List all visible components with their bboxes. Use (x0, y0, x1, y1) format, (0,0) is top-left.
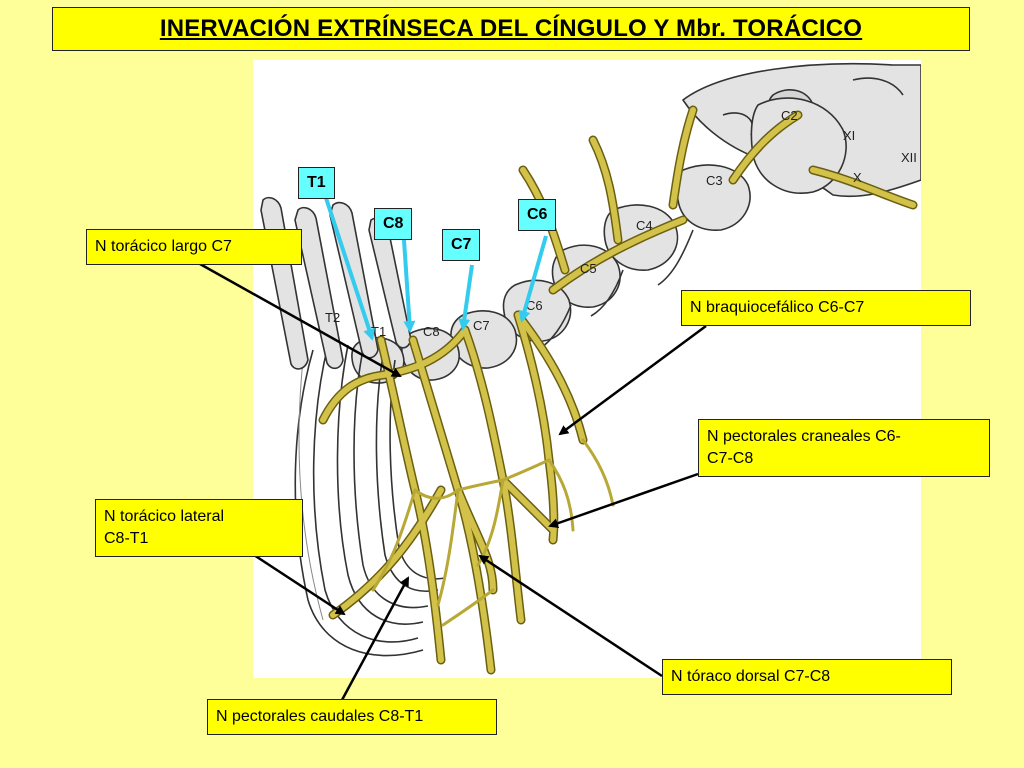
tag-c8-text: C8 (383, 215, 404, 232)
label-pectorales-craneales-line1: N pectorales craneales C6- (707, 428, 901, 445)
label-c6: C6 (526, 298, 543, 313)
label-pectorales-craneales-line2: C7-C8 (707, 450, 754, 467)
tag-c6-text: C6 (527, 206, 548, 223)
tag-t1-text: T1 (307, 174, 326, 191)
label-toracico-lateral: N torácico lateral C8-T1 (95, 499, 303, 557)
label-xii: XII (901, 150, 917, 165)
cranial-nerve (810, 167, 916, 208)
label-toraco-dorsal: N tóraco dorsal C7-C8 (662, 659, 952, 695)
label-t2: T2 (325, 310, 340, 325)
page-title: INERVACIÓN EXTRÍNSECA DEL CÍNGULO Y Mbr.… (159, 15, 863, 42)
anatomical-illustration: XI XII X C2 C3 C4 C5 C6 C7 C8 T1 T2 (253, 60, 921, 678)
label-c7: C7 (473, 318, 490, 333)
tag-c6: C6 (518, 199, 557, 231)
label-toraco-dorsal-text: N tóraco dorsal C7-C8 (671, 668, 831, 685)
label-toracico-lateral-line2: C8-T1 (104, 530, 149, 547)
branch-2 (436, 488, 460, 607)
label-braquiocefalico-text: N braquiocefálico C6-C7 (690, 299, 865, 316)
label-toracico-lateral-line1: N torácico lateral (104, 508, 225, 525)
tag-c7: C7 (442, 229, 481, 261)
rib-3-inner (389, 359, 446, 580)
title-banner: INERVACIÓN EXTRÍNSECA DEL CÍNGULO Y Mbr.… (52, 7, 970, 51)
plexus-link-2 (456, 478, 505, 492)
label-pectorales-caudales-text: N pectorales caudales C8-T1 (216, 708, 424, 725)
label-pectorales-caudales: N pectorales caudales C8-T1 (207, 699, 497, 735)
tag-c8: C8 (374, 208, 413, 240)
rib-3 (375, 354, 439, 592)
label-toracico-largo: N torácico largo C7 (86, 229, 302, 265)
label-xi: XI (843, 128, 855, 143)
label-toracico-largo-text: N torácico largo C7 (95, 238, 232, 255)
label-x: X (853, 170, 862, 185)
label-braquiocefalico: N braquiocefálico C6-C7 (681, 290, 971, 326)
label-c2: C2 (781, 108, 798, 123)
label-c8: C8 (423, 324, 440, 339)
nerve-drawing: XI XII X C2 C3 C4 C5 C6 C7 C8 T1 T2 (253, 60, 921, 678)
label-pectorales-craneales: N pectorales craneales C6- C7-C8 (698, 419, 990, 477)
tag-t1: T1 (298, 167, 335, 199)
cervical-nerve-3 (670, 107, 696, 208)
cervical-nerve-2 (590, 137, 621, 243)
tag-c7-text: C7 (451, 236, 472, 253)
label-t1: T1 (371, 324, 386, 339)
cervical-trunk (550, 217, 686, 293)
plexus-link-3 (501, 458, 551, 482)
cervical-nerve-4 (730, 112, 801, 183)
label-c4: C4 (636, 218, 653, 233)
label-c5: C5 (580, 261, 597, 276)
label-c3: C3 (706, 173, 723, 188)
plexus-link-1 (413, 488, 460, 500)
